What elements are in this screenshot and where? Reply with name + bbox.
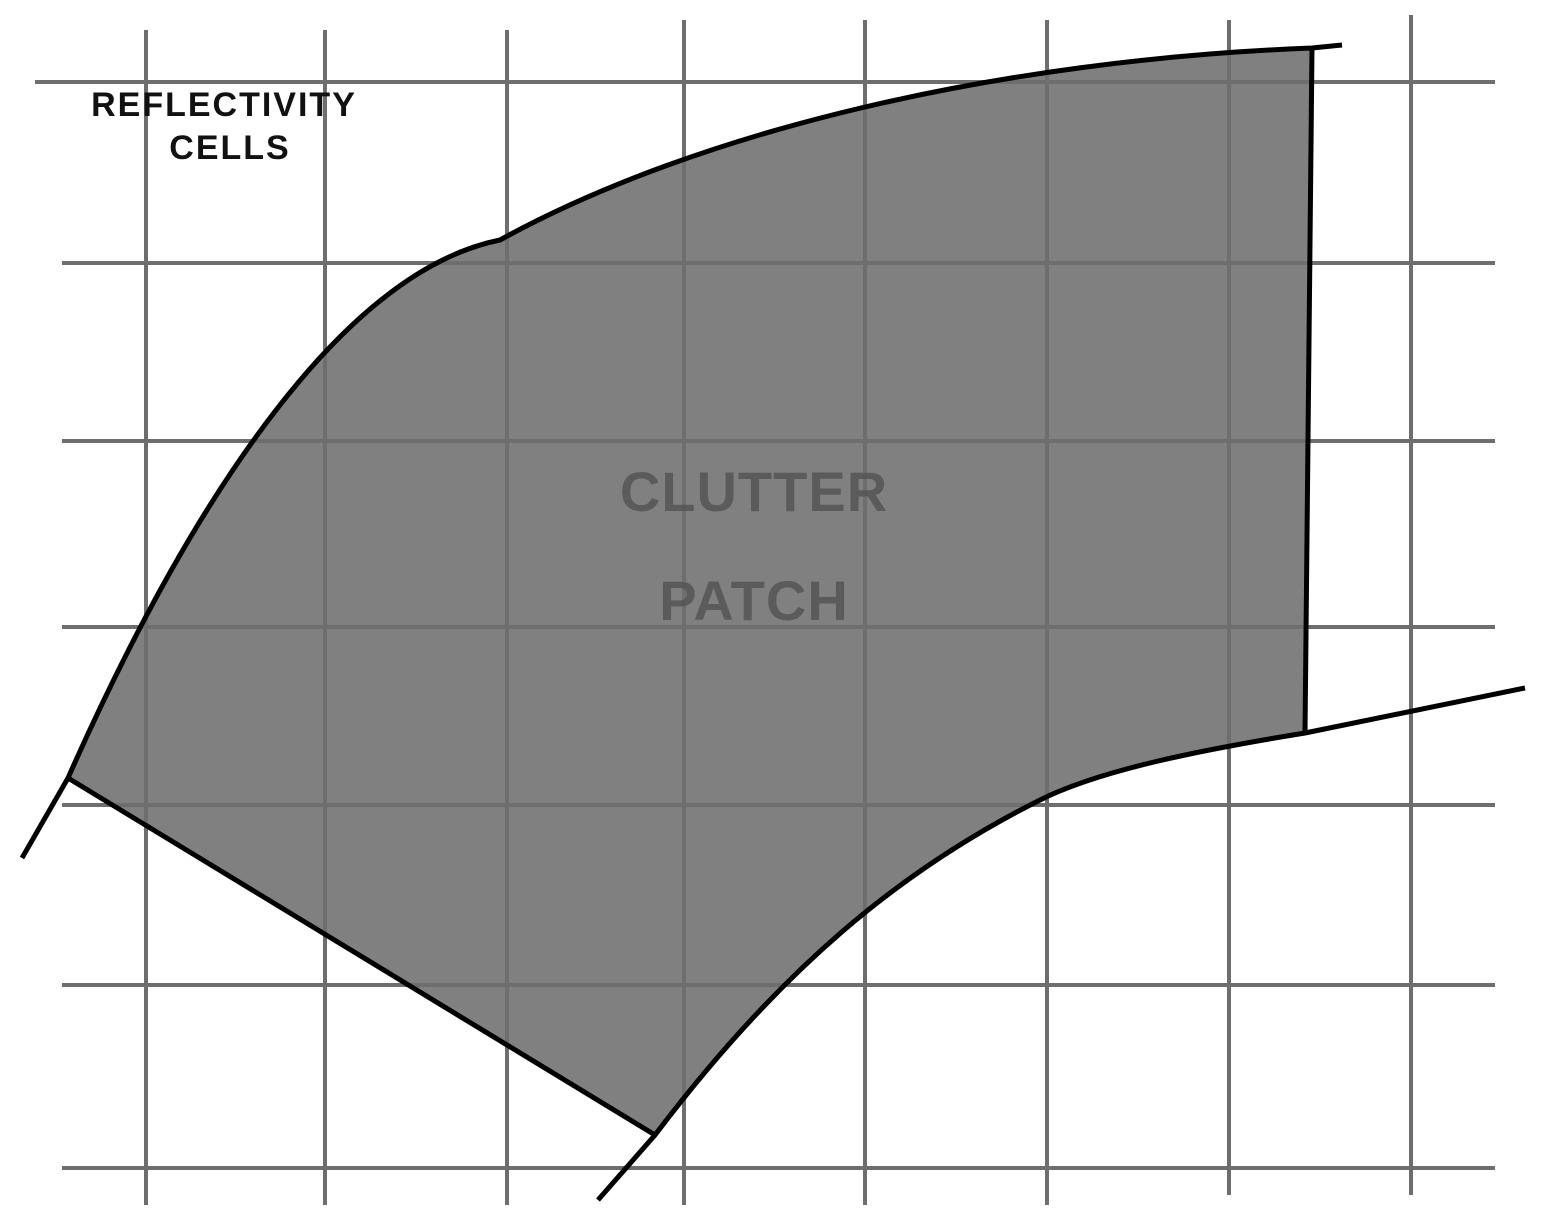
clutter-patch-label-line1: CLUTTER xyxy=(620,460,888,523)
patch-boundary xyxy=(19,42,1526,1202)
clutter-patch-area xyxy=(68,48,1312,1135)
clutter-patch-label-line2: PATCH xyxy=(659,569,849,632)
reflectivity-cells-label-line2: CELLS xyxy=(169,129,290,167)
right-edge xyxy=(1302,47,1315,734)
left-radial-edge xyxy=(66,775,657,1138)
reflectivity-grid xyxy=(35,15,1495,1205)
near-range-arc xyxy=(596,685,1526,1202)
far-range-arc xyxy=(19,42,1343,860)
reflectivity-cells-label-line1: REFLECTIVITY xyxy=(91,86,357,124)
